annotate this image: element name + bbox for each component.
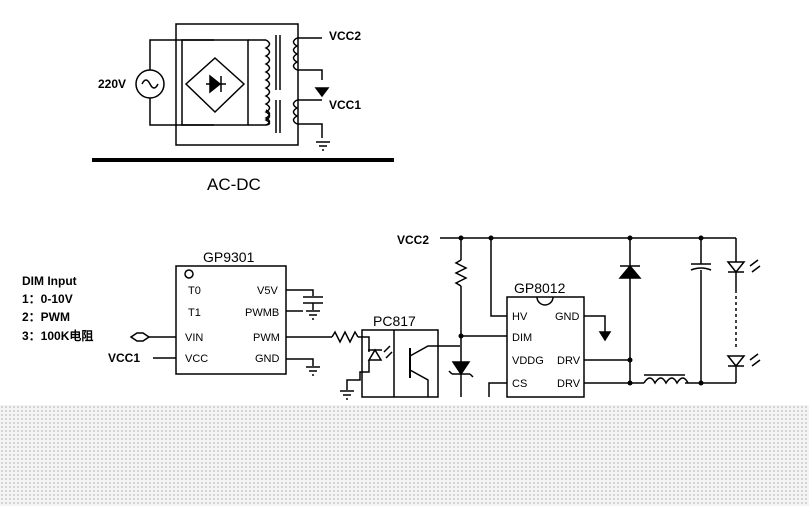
gp9301-pin-vcc: VCC: [185, 353, 208, 365]
gp9301-pin-t0: T0: [188, 285, 201, 297]
gp8012-pin-dim: DIM: [512, 332, 532, 344]
bridge-rectangle: [181, 39, 249, 126]
gp8012-pin-vddg: VDDG: [512, 355, 544, 367]
led-top-icon: [726, 261, 746, 274]
gp9301-pin-t1: T1: [188, 307, 201, 319]
transformer-primary-icon: [264, 39, 271, 126]
gp8012-pin-drv-1: DRV: [557, 355, 581, 367]
gp9301-name: GP9301: [203, 249, 255, 265]
led-bottom-emission-icon: [749, 353, 761, 367]
freewheel-diode-icon: [618, 264, 642, 279]
zener-diode-icon: [451, 361, 471, 376]
gp9301-pin-vin: VIN: [185, 332, 203, 344]
acdc-block: [135, 23, 330, 151]
optocoupler-led-icon: [367, 348, 383, 361]
bridge-rectifier-icon: [184, 56, 246, 114]
vcc2-label: VCC2: [397, 233, 429, 247]
gp9301-pin-pwmb: PWMB: [245, 307, 279, 319]
acdc-enclosure: [175, 23, 299, 146]
led-top-emission-icon: [749, 259, 761, 273]
dim-option-3: 3：100K电阻: [22, 328, 93, 343]
gp9301-chip: [175, 265, 287, 375]
acdc-vcc2-label: VCC2: [329, 29, 361, 43]
gp8012-ground-arrow-icon: [598, 331, 612, 342]
dim-option-1: 1：0-10V: [22, 292, 73, 306]
vcc1-label: VCC1: [108, 351, 140, 365]
acdc-vcc1-label: VCC1: [329, 98, 361, 112]
pwm-resistor-icon: [331, 330, 359, 344]
dim-option-2: 2：PWM: [22, 310, 70, 324]
dim-input-connector-icon: [129, 332, 151, 342]
vcc2-ground-arrow-icon: [314, 87, 330, 98]
pc817-name: PC817: [373, 313, 416, 329]
gp8012-chip: [506, 296, 585, 398]
dim-input-title: DIM Input: [22, 274, 77, 288]
gp9301-pin1-marker: [184, 269, 194, 279]
acdc-caption: AC-DC: [207, 175, 261, 194]
gp8012-pin-drv-2: DRV: [557, 378, 581, 390]
gp8012-pin-gnd: GND: [555, 311, 580, 323]
v5v-ground-icon: [306, 310, 320, 320]
pc817-ground-icon: [340, 390, 354, 400]
ac-source-icon: [135, 69, 165, 99]
gp8012-name: GP8012: [514, 280, 566, 296]
gp9301-pin-v5v: V5V: [257, 285, 278, 297]
acdc-ground-icon: [316, 141, 330, 151]
pc817-chip: [361, 329, 439, 398]
dotted-background: [0, 405, 809, 506]
gp8012-notch: [536, 296, 554, 306]
transformer-secondary-vcc1-icon: [292, 99, 299, 125]
transformer-secondary-vcc2-icon: [292, 37, 299, 71]
gp9301-pin-pwm: PWM: [253, 332, 280, 344]
gp9301-ground-icon: [306, 366, 320, 376]
gp8012-pin-cs: CS: [512, 378, 527, 390]
gp8012-pin-hv: HV: [512, 311, 528, 323]
led-bottom-icon: [726, 355, 746, 368]
v5v-capacitor-icon: [303, 296, 323, 304]
bias-resistor-icon: [454, 259, 468, 287]
gp9301-pin-gnd: GND: [255, 353, 280, 365]
inductor-icon: [643, 377, 689, 385]
source-voltage-label: 220V: [98, 77, 126, 91]
